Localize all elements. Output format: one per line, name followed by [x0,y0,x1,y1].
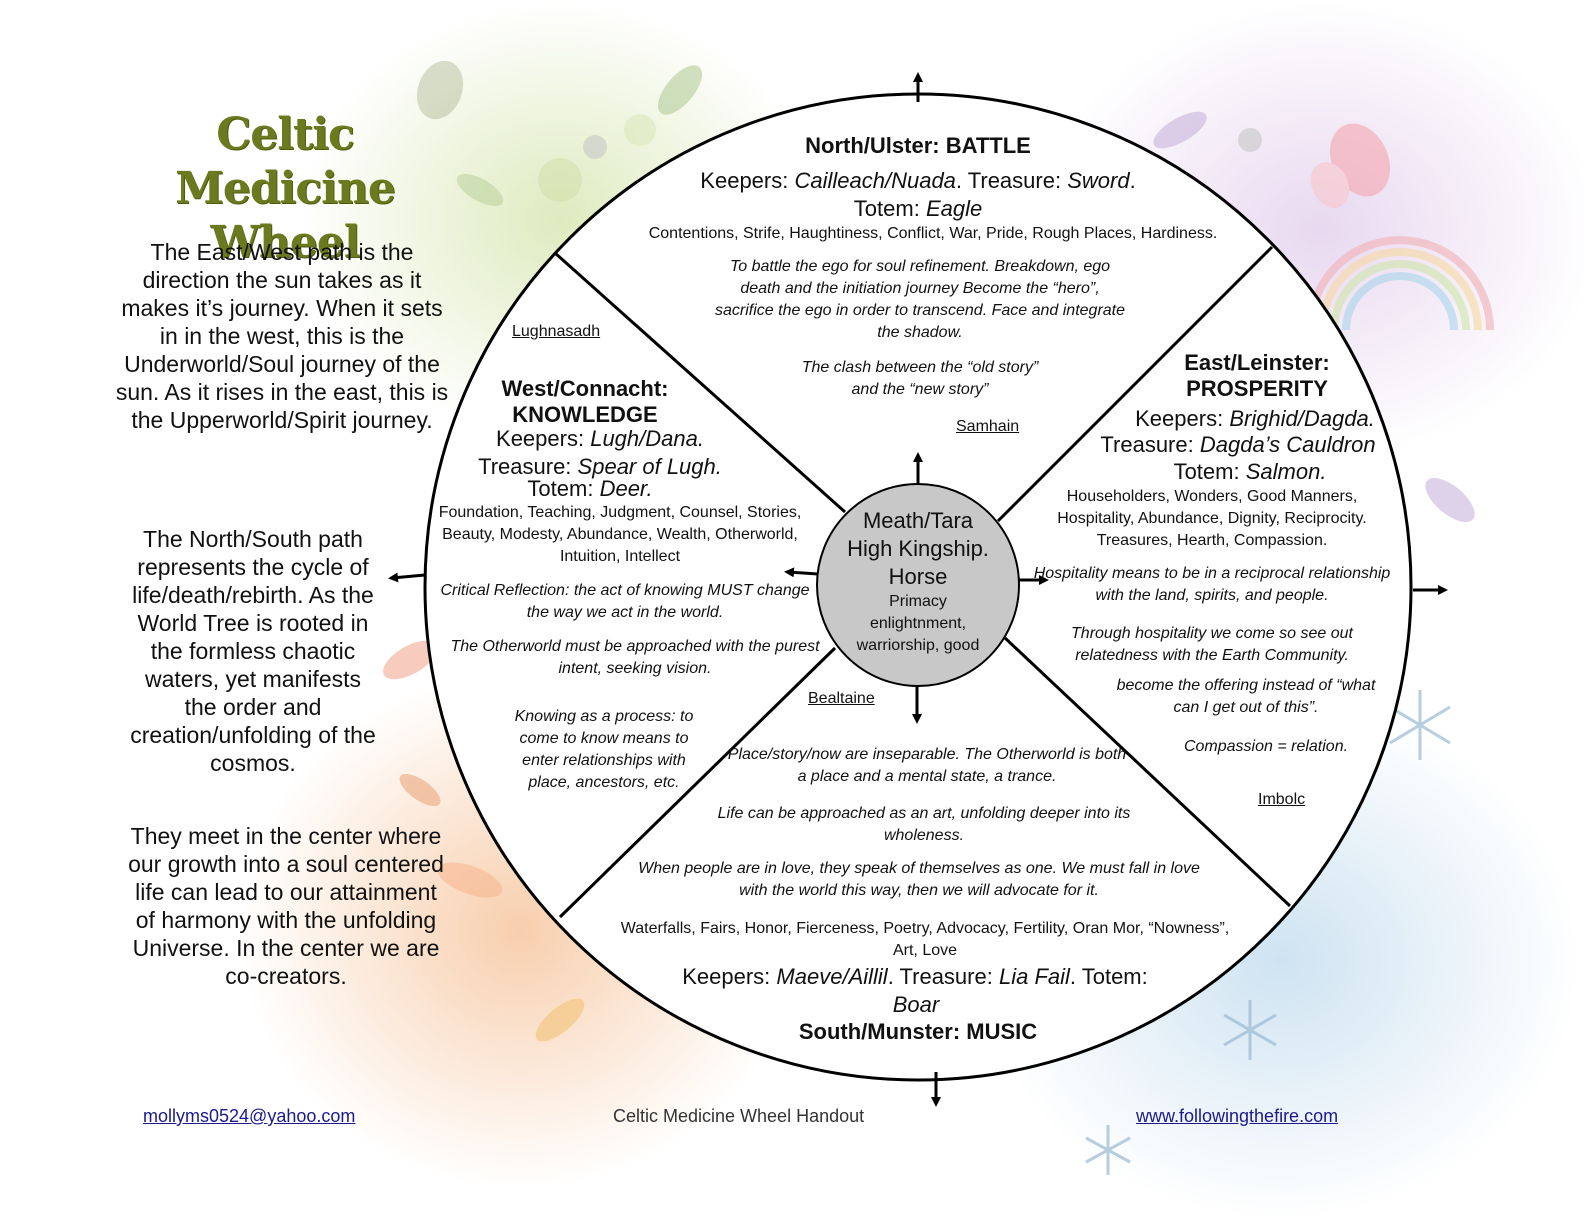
center-line-1: Meath/Tara [862,508,974,533]
north-text-clash: The clash between the “old story” and th… [801,359,1039,398]
festival-lughnasadh: Lughnasadh [512,323,601,340]
flower-icons [583,111,1475,523]
center-line-5: enlightnment, [869,615,967,632]
east-text-offering: become the offering instead of “what can… [1116,677,1376,716]
center-description: They meet in the center where our growth… [128,823,444,989]
south-text-art: Life can be approached as an art, unfold… [717,805,1131,844]
south-keepers-line: Keepers: Maeve/Aillil. Treasure: Lia Fai… [682,964,1148,989]
west-heading-line-1: West/Connacht: [501,376,669,401]
north-keepers-treasure: Keepers: Cailleach/Nuada. Treasure: Swor… [700,168,1136,193]
festival-imbolc: Imbolc [1258,791,1306,808]
east-keepers-label: Keepers: [1135,406,1224,431]
east-west-description: The East/West path is the direction the … [115,239,449,433]
south-keepers: Maeve/Aillil [776,964,888,989]
festival-samhain: Samhain [956,418,1020,435]
divider-northwest [554,251,846,514]
page-title: Celtic Medicine Wheel [100,108,470,270]
west-heading: West/Connacht: KNOWLEDGE [470,376,700,428]
title-line-2: Wheel [210,217,360,268]
footer-caption: Celtic Medicine Wheel Handout [613,1106,865,1126]
east-totem-line: Totem: Salmon. [1100,458,1400,485]
center-text: Meath/Tara High Kingship. Horse Primacy … [824,507,1012,657]
north-text-ego: To battle the ego for soul refinement. B… [715,258,1126,341]
north-totem-label: Totem: [853,196,920,221]
west-treasure-line: Treasure: Spear of Lugh. [440,453,760,480]
west-text-knowing: Knowing as a process: to come to know me… [514,708,694,791]
divider-southwest [558,646,837,919]
festival-bealtaine: Bealtaine [808,690,875,707]
north-south-description: The North/South path represents the cycl… [130,526,376,776]
north-qualities: Contentions, Strife, Haughtiness, Confli… [648,225,1218,242]
east-text-compassion: Compassion = relation. [1183,738,1349,755]
west-keepers: Lugh/Dana. [590,426,704,451]
center-line-4: Primacy [889,593,947,610]
south-qualities: Waterfalls, Fairs, Honor, Fierceness, Po… [620,920,1230,959]
north-keepers-label: Keepers: [700,168,789,193]
east-treasure-line: Treasure: Dagda’s Cauldron [1078,431,1398,458]
south-treasure: Lia Fail [998,964,1070,989]
arrow-west-inner [784,567,819,578]
north-heading: North/Ulster: BATTLE [805,133,1031,158]
south-totem-label: Totem: [1081,964,1148,989]
center-line-6: warriorship, good [856,637,980,654]
west-treasure: Spear of Lugh. [577,454,722,479]
west-totem-label: Totem: [527,476,594,501]
east-qualities: Householders, Wonders, Good Manners, Hos… [1057,488,1367,549]
west-text-reflection: Critical Reflection: the act of knowing … [440,582,810,621]
south-keepers-label: Keepers: [682,964,771,989]
west-keepers-line: Keepers: Lugh/Dana. [440,425,760,452]
west-totem-line: Totem: Deer. [440,475,740,502]
north-totem: Eagle [925,196,983,221]
east-keepers-line: Keepers: Brighid/Dagda. [1100,405,1410,432]
south-treasure-label: Treasure: [899,964,993,989]
west-keepers-label: Keepers: [496,426,585,451]
north-keepers: Cailleach/Nuada [794,168,956,193]
arrow-west-outer [388,572,426,583]
west-treasure-label: Treasure: [478,454,572,479]
east-totem: Salmon. [1245,459,1327,484]
south-heading: South/Munster: MUSIC [798,1019,1038,1044]
south-text-love: When people are in love, they speak of t… [638,860,1200,899]
rainbow-icon [1306,236,1494,331]
east-heading-line-1: East/Leinster: [1184,350,1330,375]
east-heading: East/Leinster: PROSPERITY [1137,350,1377,402]
north-totem-line: Totem: Eagle [700,195,1136,222]
website-link[interactable]: www.followingthefire.com [1136,1106,1339,1126]
west-totem: Deer. [599,476,653,501]
butterfly-icon [1310,123,1391,209]
south-totem: Boar [892,992,940,1017]
east-keepers: Brighid/Dagda. [1229,406,1375,431]
east-text-hospitality: Hospitality means to be in a reciprocal … [1033,565,1391,604]
center-line-3: Horse [888,564,948,589]
center-line-2: High Kingship. [847,536,989,561]
west-heading-line-2: KNOWLEDGE [512,402,658,427]
title-line-1: Celtic Medicine [175,109,396,214]
east-text-relatedness: Through hospitality we come so see out r… [1071,625,1353,664]
east-totem-label: Totem: [1173,459,1240,484]
east-treasure-label: Treasure: [1100,432,1194,457]
west-text-otherworld: The Otherworld must be approached with t… [450,638,820,677]
east-treasure: Dagda’s Cauldron [1199,432,1376,457]
snowflake-icon [1085,690,1451,1175]
south-text-place: Place/story/now are inseparable. The Oth… [727,746,1127,785]
butterfly-sketch-icon [416,60,464,120]
north-treasure: Sword [1067,168,1130,193]
email-link[interactable]: mollyms0524@yahoo.com [143,1106,356,1126]
autumn-leaf-icons [383,640,585,1042]
divider-southeast [1003,636,1292,908]
north-treasure-label: Treasure: [967,168,1062,193]
divider-northeast [996,245,1274,523]
green-leaf-icons [456,65,703,207]
west-qualities: Foundation, Teaching, Judgment, Counsel,… [438,504,802,565]
east-heading-line-2: PROSPERITY [1186,376,1328,401]
